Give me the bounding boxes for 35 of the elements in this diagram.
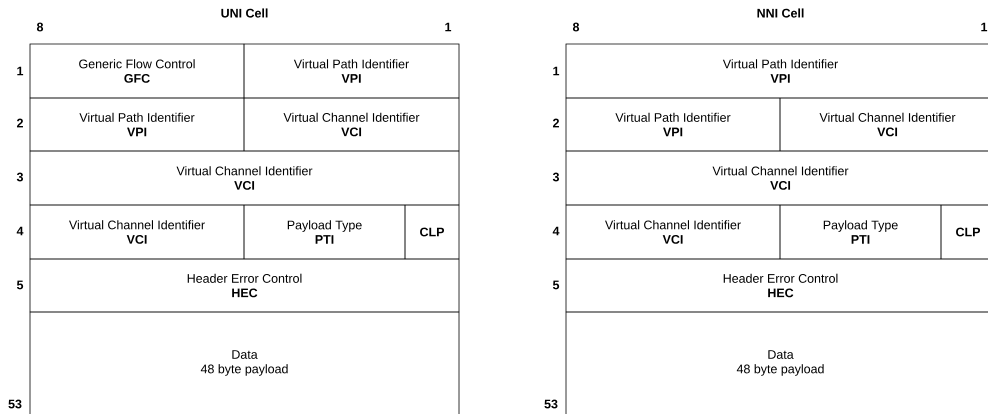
field-cell: Header Error Control HEC <box>566 258 988 312</box>
data-cell: Data 48 byte payload <box>30 312 460 414</box>
field-cell: Virtual Path Identifier VPI <box>244 44 460 98</box>
bit-number: 8 <box>572 22 580 32</box>
field-cell: Virtual Path Identifier VPI <box>566 44 988 98</box>
field-cell: Virtual Channel Identifier VCI <box>244 98 460 152</box>
field-cell: Virtual Channel Identifier VCI <box>780 98 988 152</box>
bit-number: 8 <box>36 22 44 32</box>
byte-number: 3 <box>552 172 559 182</box>
field-cell: Header Error Control HEC <box>30 258 460 312</box>
byte-number: 1 <box>17 66 24 76</box>
byte-number: 3 <box>16 172 23 182</box>
data-cell: Data 48 byte payload <box>566 312 988 414</box>
bit-number: 1 <box>445 22 452 32</box>
byte-number: 2 <box>552 118 559 128</box>
bit-number: 1 <box>981 22 988 32</box>
byte-number: 4 <box>16 226 24 236</box>
field-cell: Virtual Channel Identifier VCI <box>566 204 780 260</box>
table-title: NNI Cell <box>757 8 804 18</box>
field-cell: Generic Flow Control GFC <box>30 44 244 98</box>
field-cell: Virtual Path Identifier VPI <box>566 98 780 152</box>
byte-number: 1 <box>553 66 560 76</box>
byte-number: 5 <box>16 280 24 290</box>
field-cell: Virtual Channel Identifier VCI <box>30 204 244 260</box>
field-cell: CLP <box>404 204 460 260</box>
field-cell: Virtual Path Identifier VPI <box>30 98 244 152</box>
table-title: UNI Cell <box>221 8 268 18</box>
byte-number: 4 <box>552 226 560 236</box>
byte-number: 5 <box>552 280 560 290</box>
field-cell: Virtual Channel Identifier VCI <box>30 150 460 206</box>
byte-number: 2 <box>16 118 23 128</box>
field-cell: Payload Type PTI <box>244 204 406 260</box>
field-cell: Virtual Channel Identifier VCI <box>566 150 988 206</box>
field-cell: Payload Type PTI <box>780 204 942 260</box>
field-cell: CLP <box>940 204 988 260</box>
